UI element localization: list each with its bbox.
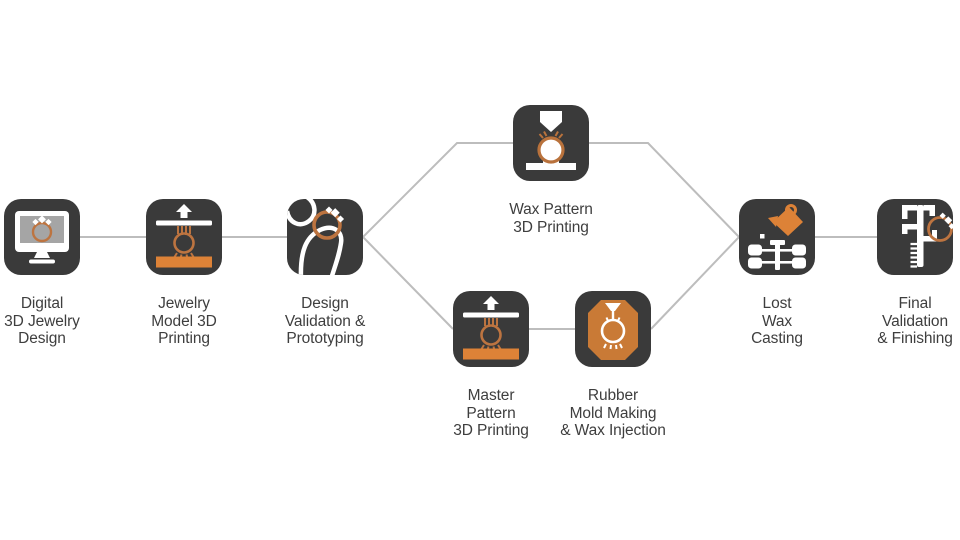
node-label: Digital 3D Jewelry Design: [0, 295, 122, 348]
label-line: Design: [301, 295, 349, 312]
rubber-mold-icon: [588, 300, 638, 360]
label-line: Final: [898, 295, 932, 312]
3d-printer-icon: [156, 204, 212, 268]
node-lost-wax-casting: Lost Wax Casting: [739, 199, 815, 347]
label-line: Rubber: [587, 387, 639, 404]
label-line: Casting: [751, 330, 803, 347]
node-design-validation-prototyping: Design Validation & Prototyping: [285, 199, 365, 347]
mold-tile: [575, 291, 651, 367]
label-line: & Wax Injection: [560, 422, 666, 439]
node-jewelry-model-3d-printing: Jewelry Model 3D Printing: [146, 199, 222, 347]
label-line: Jewelry: [158, 295, 210, 312]
node-label: Final Validation & Finishing: [835, 295, 960, 348]
label-line: 3D Printing: [453, 422, 529, 439]
label-line: 3D Printing: [513, 218, 589, 236]
node-label: Lost Wax Casting: [697, 295, 857, 348]
node-rubber-mold-making-wax-injection: Rubber Mold Making & Wax Injection: [560, 291, 666, 439]
casting-tile: [739, 199, 815, 275]
caliper-ring-icon: [902, 205, 953, 268]
label-line: Validation &: [284, 312, 366, 330]
node-label: Master Pattern 3D Printing: [411, 387, 571, 440]
wax-printer-tile: [513, 105, 589, 181]
label-line: Printing: [158, 330, 210, 347]
printer-tile: [146, 199, 222, 275]
digital-design-tile: [4, 199, 80, 275]
node-master-pattern-3d-printing: Master Pattern 3D Printing: [453, 291, 529, 439]
node-label: Wax Pattern 3D Printing: [471, 201, 631, 236]
node-label: Rubber Mold Making & Wax Injection: [533, 387, 693, 440]
node-label: Design Validation & Prototyping: [245, 295, 405, 348]
finishing-tile: [877, 199, 953, 275]
label-line: Lost: [762, 295, 792, 312]
label-line: Digital: [20, 295, 64, 312]
label-line: 3D Jewelry: [4, 312, 80, 330]
node-digital-3d-jewelry-design: Digital 3D Jewelry Design: [4, 199, 80, 347]
node-label: Jewelry Model 3D Printing: [104, 295, 264, 348]
label-line: Mold Making: [569, 404, 657, 422]
node-final-validation-finishing: Final Validation & Finishing: [877, 199, 953, 347]
label-line: Master: [467, 387, 515, 404]
wax-printer-nozzle-icon: [526, 111, 576, 170]
label-line: Pattern: [466, 404, 516, 422]
3d-printer-icon: [463, 296, 519, 360]
monitor-ring-icon: [15, 211, 69, 264]
label-line: Design: [18, 330, 66, 347]
label-line: Prototyping: [286, 330, 364, 347]
label-line: Wax Pattern: [509, 201, 593, 218]
label-line: Wax: [761, 312, 793, 330]
node-wax-pattern-3d-printing: Wax Pattern 3D Printing: [509, 105, 593, 236]
label-line: Validation: [882, 312, 948, 330]
label-line: Model 3D: [151, 312, 217, 330]
crucible-casting-tree-icon: [748, 204, 806, 270]
label-line: & Finishing: [877, 330, 953, 347]
validation-tile: [287, 199, 363, 275]
printer-tile: [453, 291, 529, 367]
ring-on-finger-icon: [287, 199, 345, 275]
